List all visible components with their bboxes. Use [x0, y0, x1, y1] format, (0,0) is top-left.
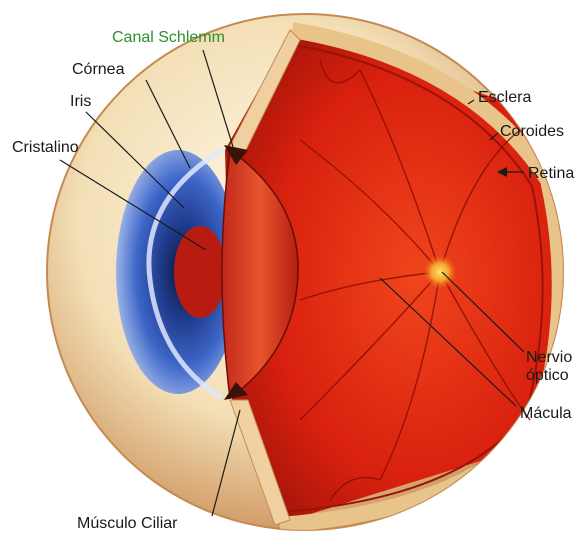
label-optico: óptico [526, 367, 569, 384]
pupil [174, 226, 226, 318]
label-esclera: Esclera [478, 89, 531, 106]
label-retina: Retina [528, 165, 574, 182]
label-nervio: Nervio [526, 349, 572, 366]
label-iris: Iris [70, 93, 91, 110]
label-macula: Mácula [520, 405, 572, 422]
optic-disc [422, 254, 458, 290]
label-canal-schlemm: Canal Schlemm [112, 29, 225, 46]
label-coroides: Coroides [500, 123, 564, 140]
label-cornea: Córnea [72, 61, 125, 78]
label-cristalino: Cristalino [12, 139, 79, 156]
label-musculo-ciliar: Músculo Ciliar [77, 515, 178, 532]
